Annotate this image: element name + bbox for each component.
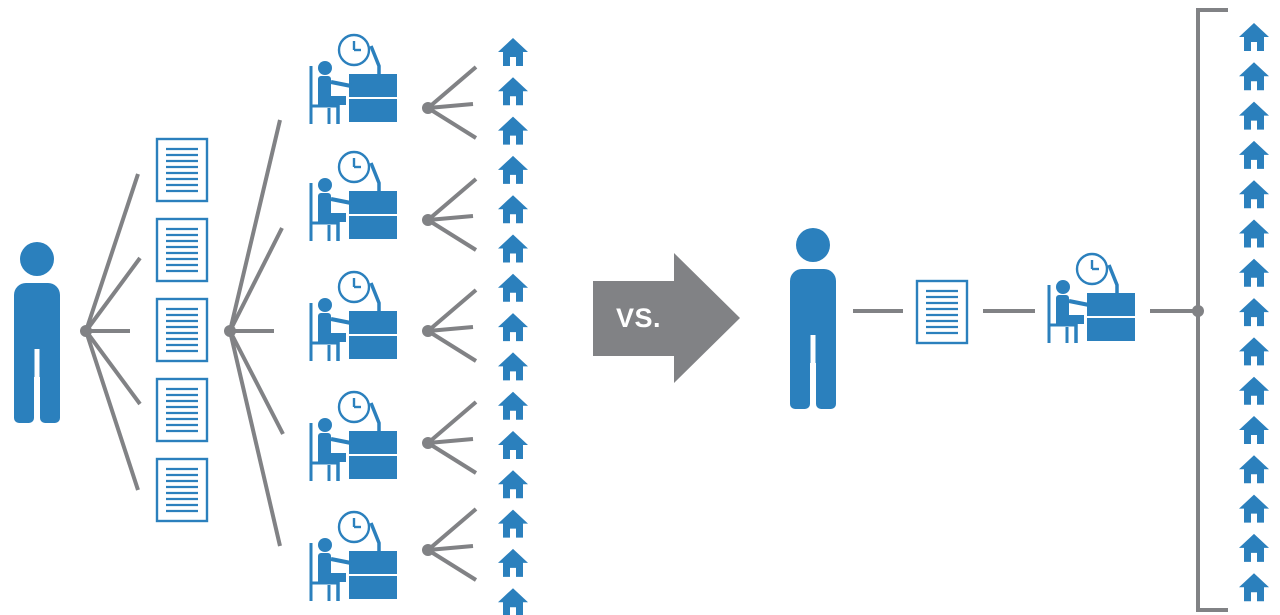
fan-hub [422, 544, 434, 556]
fan-line [427, 325, 474, 333]
house-icon [1239, 140, 1269, 169]
fan-line [427, 102, 474, 110]
house-icon [1239, 23, 1269, 51]
house-icon [498, 470, 528, 499]
fan-line [84, 173, 140, 332]
house-icon [1239, 533, 1269, 562]
person-icon [790, 228, 836, 409]
desk-worker-clock-icon [309, 33, 399, 126]
house-icon [1239, 62, 1269, 91]
vs-arrow [593, 253, 740, 383]
house-icon [498, 588, 528, 615]
document-icon [155, 297, 209, 363]
vs-label: VS. [616, 303, 662, 333]
house-icon [1239, 376, 1269, 405]
house-icon [498, 116, 528, 145]
house-icon [498, 352, 528, 381]
person-icon [14, 242, 60, 423]
fan-line [84, 330, 140, 491]
fan-hub [422, 325, 434, 337]
document-icon [155, 137, 209, 203]
fan-line [426, 65, 478, 110]
desk-worker-clock-icon [309, 390, 399, 483]
document-icon [155, 217, 209, 283]
house-icon [1239, 337, 1269, 366]
house-icon [498, 431, 528, 459]
fan-hub [80, 325, 92, 337]
house-icon [498, 509, 528, 538]
fan-hub [422, 102, 434, 114]
house-icon [498, 77, 528, 106]
house-icon [1239, 101, 1269, 130]
fan-line [426, 106, 478, 140]
house-icon [1239, 298, 1269, 327]
house-icon [498, 234, 528, 263]
fan-line [426, 329, 478, 363]
fan-line [426, 400, 478, 445]
fan-line [228, 119, 282, 332]
fan-line [228, 227, 284, 332]
fan-hub [422, 437, 434, 449]
house-icon [498, 273, 528, 302]
house-icon [1239, 258, 1269, 287]
fan-line [426, 177, 478, 222]
connector-lines [80, 8, 1228, 612]
fan-line [427, 544, 474, 552]
fan-line [84, 329, 142, 406]
desk-worker-clock-icon [309, 270, 399, 363]
house-icon [498, 313, 528, 342]
desk-worker-clock-icon [309, 510, 399, 603]
fan-line [426, 507, 478, 552]
house-icon [498, 38, 528, 66]
fan-line [427, 214, 474, 222]
house-icon [498, 155, 528, 184]
house-icon [498, 195, 528, 224]
house-icon [1239, 573, 1269, 602]
house-icon [1239, 180, 1269, 209]
house-icon [1239, 494, 1269, 523]
house-icon [1239, 219, 1269, 248]
fan-line [426, 218, 478, 252]
house-icon [1239, 416, 1269, 444]
fan-line [426, 288, 478, 333]
house-icon [498, 391, 528, 420]
document-icon [155, 457, 209, 523]
house-icon [498, 548, 528, 577]
desk-worker-clock-icon [309, 150, 399, 243]
desk-worker-clock-icon [1047, 252, 1137, 345]
fan-line [427, 437, 474, 445]
fan-line [228, 330, 285, 435]
fan-hub [422, 214, 434, 226]
house-icon [1239, 455, 1269, 484]
document-icon [155, 377, 209, 443]
fan-line [228, 330, 282, 547]
fan-line [426, 441, 478, 475]
fan-line [426, 548, 478, 582]
fan-line [84, 256, 142, 333]
fan-hub [224, 325, 236, 337]
document-icon [915, 279, 969, 345]
